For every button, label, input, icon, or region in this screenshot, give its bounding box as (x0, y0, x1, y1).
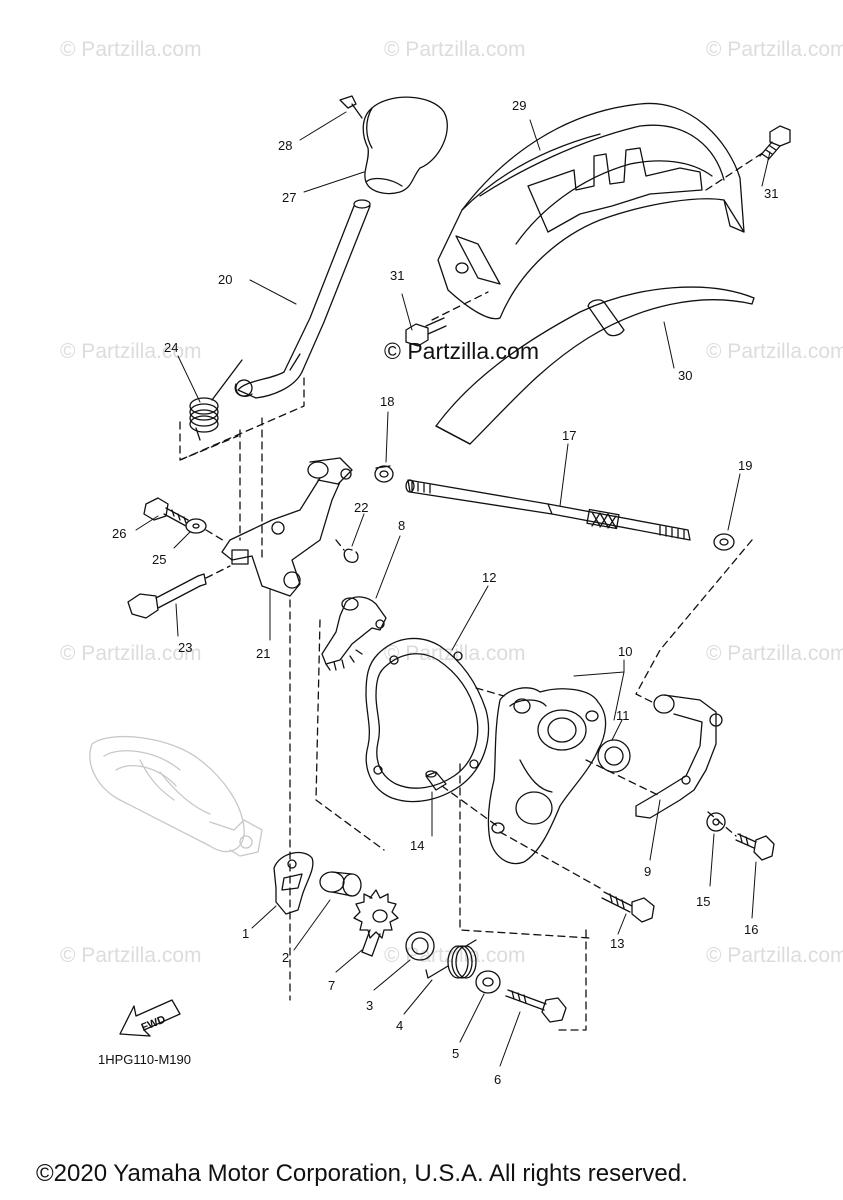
callout-30: 30 (678, 368, 692, 383)
callout-22: 22 (354, 500, 368, 515)
collar-19 (713, 533, 735, 551)
fwd-arrow-icon (119, 999, 181, 1037)
callout-18: 18 (380, 394, 394, 409)
callout-21: 21 (256, 646, 270, 661)
callout-3: 3 (366, 998, 373, 1013)
watermark: © Partzilla.com (384, 38, 526, 61)
clip-22 (343, 548, 359, 563)
watermark: © Partzilla.com (384, 944, 526, 967)
watermark: © Partzilla.com (706, 642, 843, 665)
fwd-label: FWD (140, 1014, 168, 1035)
callout-27: 27 (282, 190, 296, 205)
partzilla-watermark: © Partzilla.com (384, 338, 539, 364)
callout-12: 12 (482, 570, 496, 585)
callout-28: 28 (278, 138, 292, 153)
seal-11 (597, 739, 631, 773)
dowel-14 (425, 770, 447, 791)
callout-13: 13 (610, 936, 624, 951)
bolt-23 (127, 573, 207, 619)
bolt-6 (505, 989, 567, 1023)
copyright-notice: ©2020 Yamaha Motor Corporation, U.S.A. A… (36, 1160, 688, 1187)
callout-29: 29 (512, 98, 526, 113)
shift-drum (89, 735, 263, 857)
shift-arm (221, 457, 353, 597)
callout-7: 7 (328, 978, 335, 993)
washer-3 (405, 931, 435, 961)
knob-cap (339, 95, 363, 119)
callout-5: 5 (452, 1046, 459, 1061)
housing-10 (487, 687, 607, 865)
exploded-view-drawing: 1 2 3 4 5 6 7 8 9 10 11 12 13 14 15 16 1… (89, 95, 791, 1087)
segment-8 (321, 596, 387, 671)
star-wheel-7 (353, 889, 399, 957)
callout-17: 17 (562, 428, 576, 443)
callout-2: 2 (282, 950, 289, 965)
watermark: © Partzilla.com (60, 944, 202, 967)
stopper-lever-1 (273, 851, 314, 915)
callout-31-right: 31 (764, 186, 778, 201)
callout-14: 14 (410, 838, 424, 853)
cover-plate (435, 286, 755, 445)
assembly-lines-right (289, 539, 753, 1031)
bolt-31-left (405, 317, 447, 347)
leader-lines (135, 111, 771, 1067)
callout-16: 16 (744, 922, 758, 937)
bolt-13 (601, 891, 655, 923)
callout-31-left: 31 (390, 268, 404, 283)
collar-18 (374, 465, 394, 483)
diagram-code: 1HPG110-M190 (98, 1052, 191, 1067)
callout-10: 10 (618, 644, 632, 659)
shift-rod (405, 479, 691, 541)
callout-19: 19 (738, 458, 752, 473)
shift-knob (362, 96, 448, 195)
lever-9 (635, 694, 723, 819)
callout-15: 15 (696, 894, 710, 909)
callout-24: 24 (164, 340, 178, 355)
assembly-lines-left (179, 377, 305, 561)
bolt-31-right (759, 125, 791, 161)
watermark: © Partzilla.com (60, 38, 202, 61)
callout-23: 23 (178, 640, 192, 655)
shift-lever (234, 199, 371, 399)
bolt-26 (143, 497, 189, 527)
watermark: © Partzilla.com (706, 340, 843, 363)
washer-25 (185, 518, 207, 534)
collar-2 (319, 871, 362, 897)
watermark: © Partzilla.com (706, 944, 843, 967)
callout-26: 26 (112, 526, 126, 541)
callout-9: 9 (644, 864, 651, 879)
callout-20: 20 (218, 272, 232, 287)
callout-8: 8 (398, 518, 405, 533)
shift-gate-cover (437, 102, 745, 320)
callout-25: 25 (152, 552, 166, 567)
callout-1: 1 (242, 926, 249, 941)
washer-15 (706, 812, 726, 832)
spring-4 (425, 939, 477, 979)
watermark: © Partzilla.com (60, 642, 202, 665)
watermark: © Partzilla.com (60, 340, 202, 363)
callout-4: 4 (396, 1018, 403, 1033)
washer-5 (475, 970, 501, 994)
watermark: © Partzilla.com (706, 38, 843, 61)
spring-24 (189, 359, 243, 441)
callout-6: 6 (494, 1072, 501, 1087)
bolt-16 (735, 833, 775, 861)
callout-11: 11 (616, 708, 630, 723)
